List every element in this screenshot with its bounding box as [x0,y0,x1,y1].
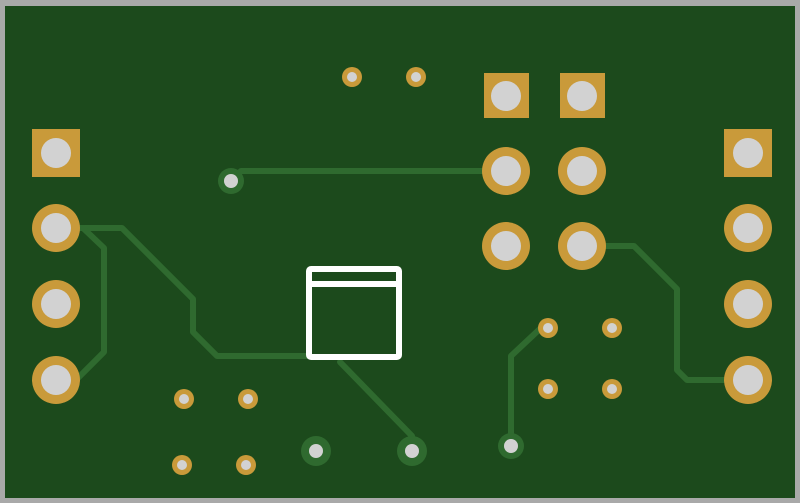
pad-drill [567,81,597,111]
trace-right [579,243,751,383]
square-pads [32,73,772,177]
pad-drill [607,323,617,333]
pad-drill [733,213,763,243]
pad-drill [41,289,71,319]
square-outline-icon [306,266,402,360]
pad-drill [41,213,71,243]
via-drill [224,174,238,188]
pad-drill [347,72,357,82]
pad-drill [179,394,189,404]
pad-drill [177,460,187,470]
trace-left-vertical [75,225,107,381]
via-drill [504,439,518,453]
pad-drill [243,394,253,404]
round-pads-small [172,67,622,475]
pad-drill [567,231,597,261]
pad-drill [241,460,251,470]
pad-drill [411,72,421,82]
pad-drill [491,231,521,261]
via-drill-layer [224,174,518,458]
trace-bottom-right [508,323,546,449]
pad-drill [543,384,553,394]
pad-drill [607,384,617,394]
pad-drill [41,138,71,168]
pad-drill [491,156,521,186]
board-substrate [5,6,795,498]
pad-drill [733,138,763,168]
pad-drill [733,365,763,395]
pad-drill [567,156,597,186]
via-drill [309,444,323,458]
pad-drill [543,323,553,333]
round-pads-large [32,147,772,404]
trace-left [53,225,313,359]
pad-drill [491,81,521,111]
pad-drill [733,289,763,319]
silkscreen-outline [306,266,402,360]
pad-drill [41,365,71,395]
via-drill [405,444,419,458]
